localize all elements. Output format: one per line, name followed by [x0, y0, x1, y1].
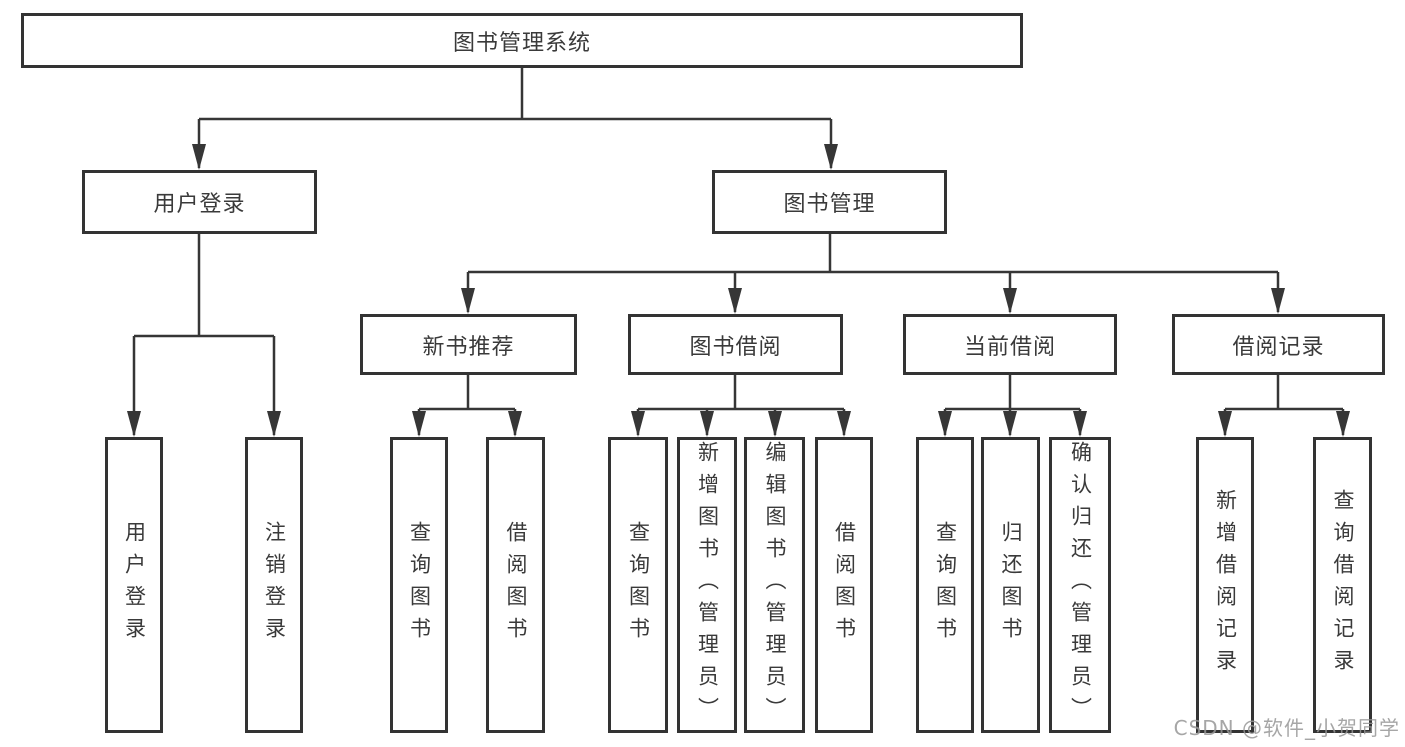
leaf-query-books-recommend-label: 查询图书	[407, 521, 432, 649]
leaf-logout-label: 注销登录	[262, 521, 287, 649]
leaf-query-borrow-record-label: 查询借阅记录	[1331, 489, 1355, 681]
node-book-management: 图书管理	[712, 170, 947, 234]
node-user-login: 用户登录	[82, 170, 317, 234]
node-current-borrowing: 当前借阅	[903, 314, 1117, 375]
node-library-management-system: 图书管理系统	[21, 13, 1023, 68]
node-borrowing-records: 借阅记录	[1172, 314, 1385, 375]
leaf-query-books-borrow: 查询图书	[608, 437, 668, 733]
node-book-borrowing: 图书借阅	[628, 314, 843, 375]
leaf-edit-books-admin: 编辑图书（管理员）	[744, 437, 805, 733]
watermark-text: CSDN @软件_小贺同学	[1173, 716, 1400, 740]
leaf-confirm-return-admin: 确认归还（管理员）	[1049, 437, 1111, 733]
leaf-query-books-borrow-label: 查询图书	[626, 521, 651, 649]
leaf-add-borrow-record-label: 新增借阅记录	[1213, 489, 1238, 681]
leaf-borrow-books-recommend-label: 借阅图书	[504, 521, 528, 649]
leaf-logout: 注销登录	[245, 437, 303, 733]
leaf-query-books-recommend: 查询图书	[390, 437, 448, 733]
leaf-query-borrow-record: 查询借阅记录	[1313, 437, 1372, 733]
leaf-add-borrow-record: 新增借阅记录	[1196, 437, 1254, 733]
leaf-return-books: 归还图书	[981, 437, 1040, 733]
leaf-return-books-label: 归还图书	[999, 521, 1023, 649]
leaf-confirm-return-admin-label: 确认归还（管理员）	[1068, 441, 1093, 729]
leaf-borrow-books-recommend: 借阅图书	[486, 437, 545, 733]
leaf-borrow-books: 借阅图书	[815, 437, 873, 733]
leaf-query-books-current-label: 查询图书	[933, 521, 958, 649]
node-new-book-recommendation: 新书推荐	[360, 314, 577, 375]
leaf-query-books-current: 查询图书	[916, 437, 974, 733]
leaf-add-books-admin-label: 新增图书（管理员）	[695, 441, 720, 729]
leaf-user-login-label: 用户登录	[122, 521, 147, 649]
leaf-edit-books-admin-label: 编辑图书（管理员）	[763, 441, 787, 729]
leaf-add-books-admin: 新增图书（管理员）	[677, 437, 737, 733]
leaf-user-login: 用户登录	[105, 437, 163, 733]
leaf-borrow-books-label: 借阅图书	[832, 521, 857, 649]
